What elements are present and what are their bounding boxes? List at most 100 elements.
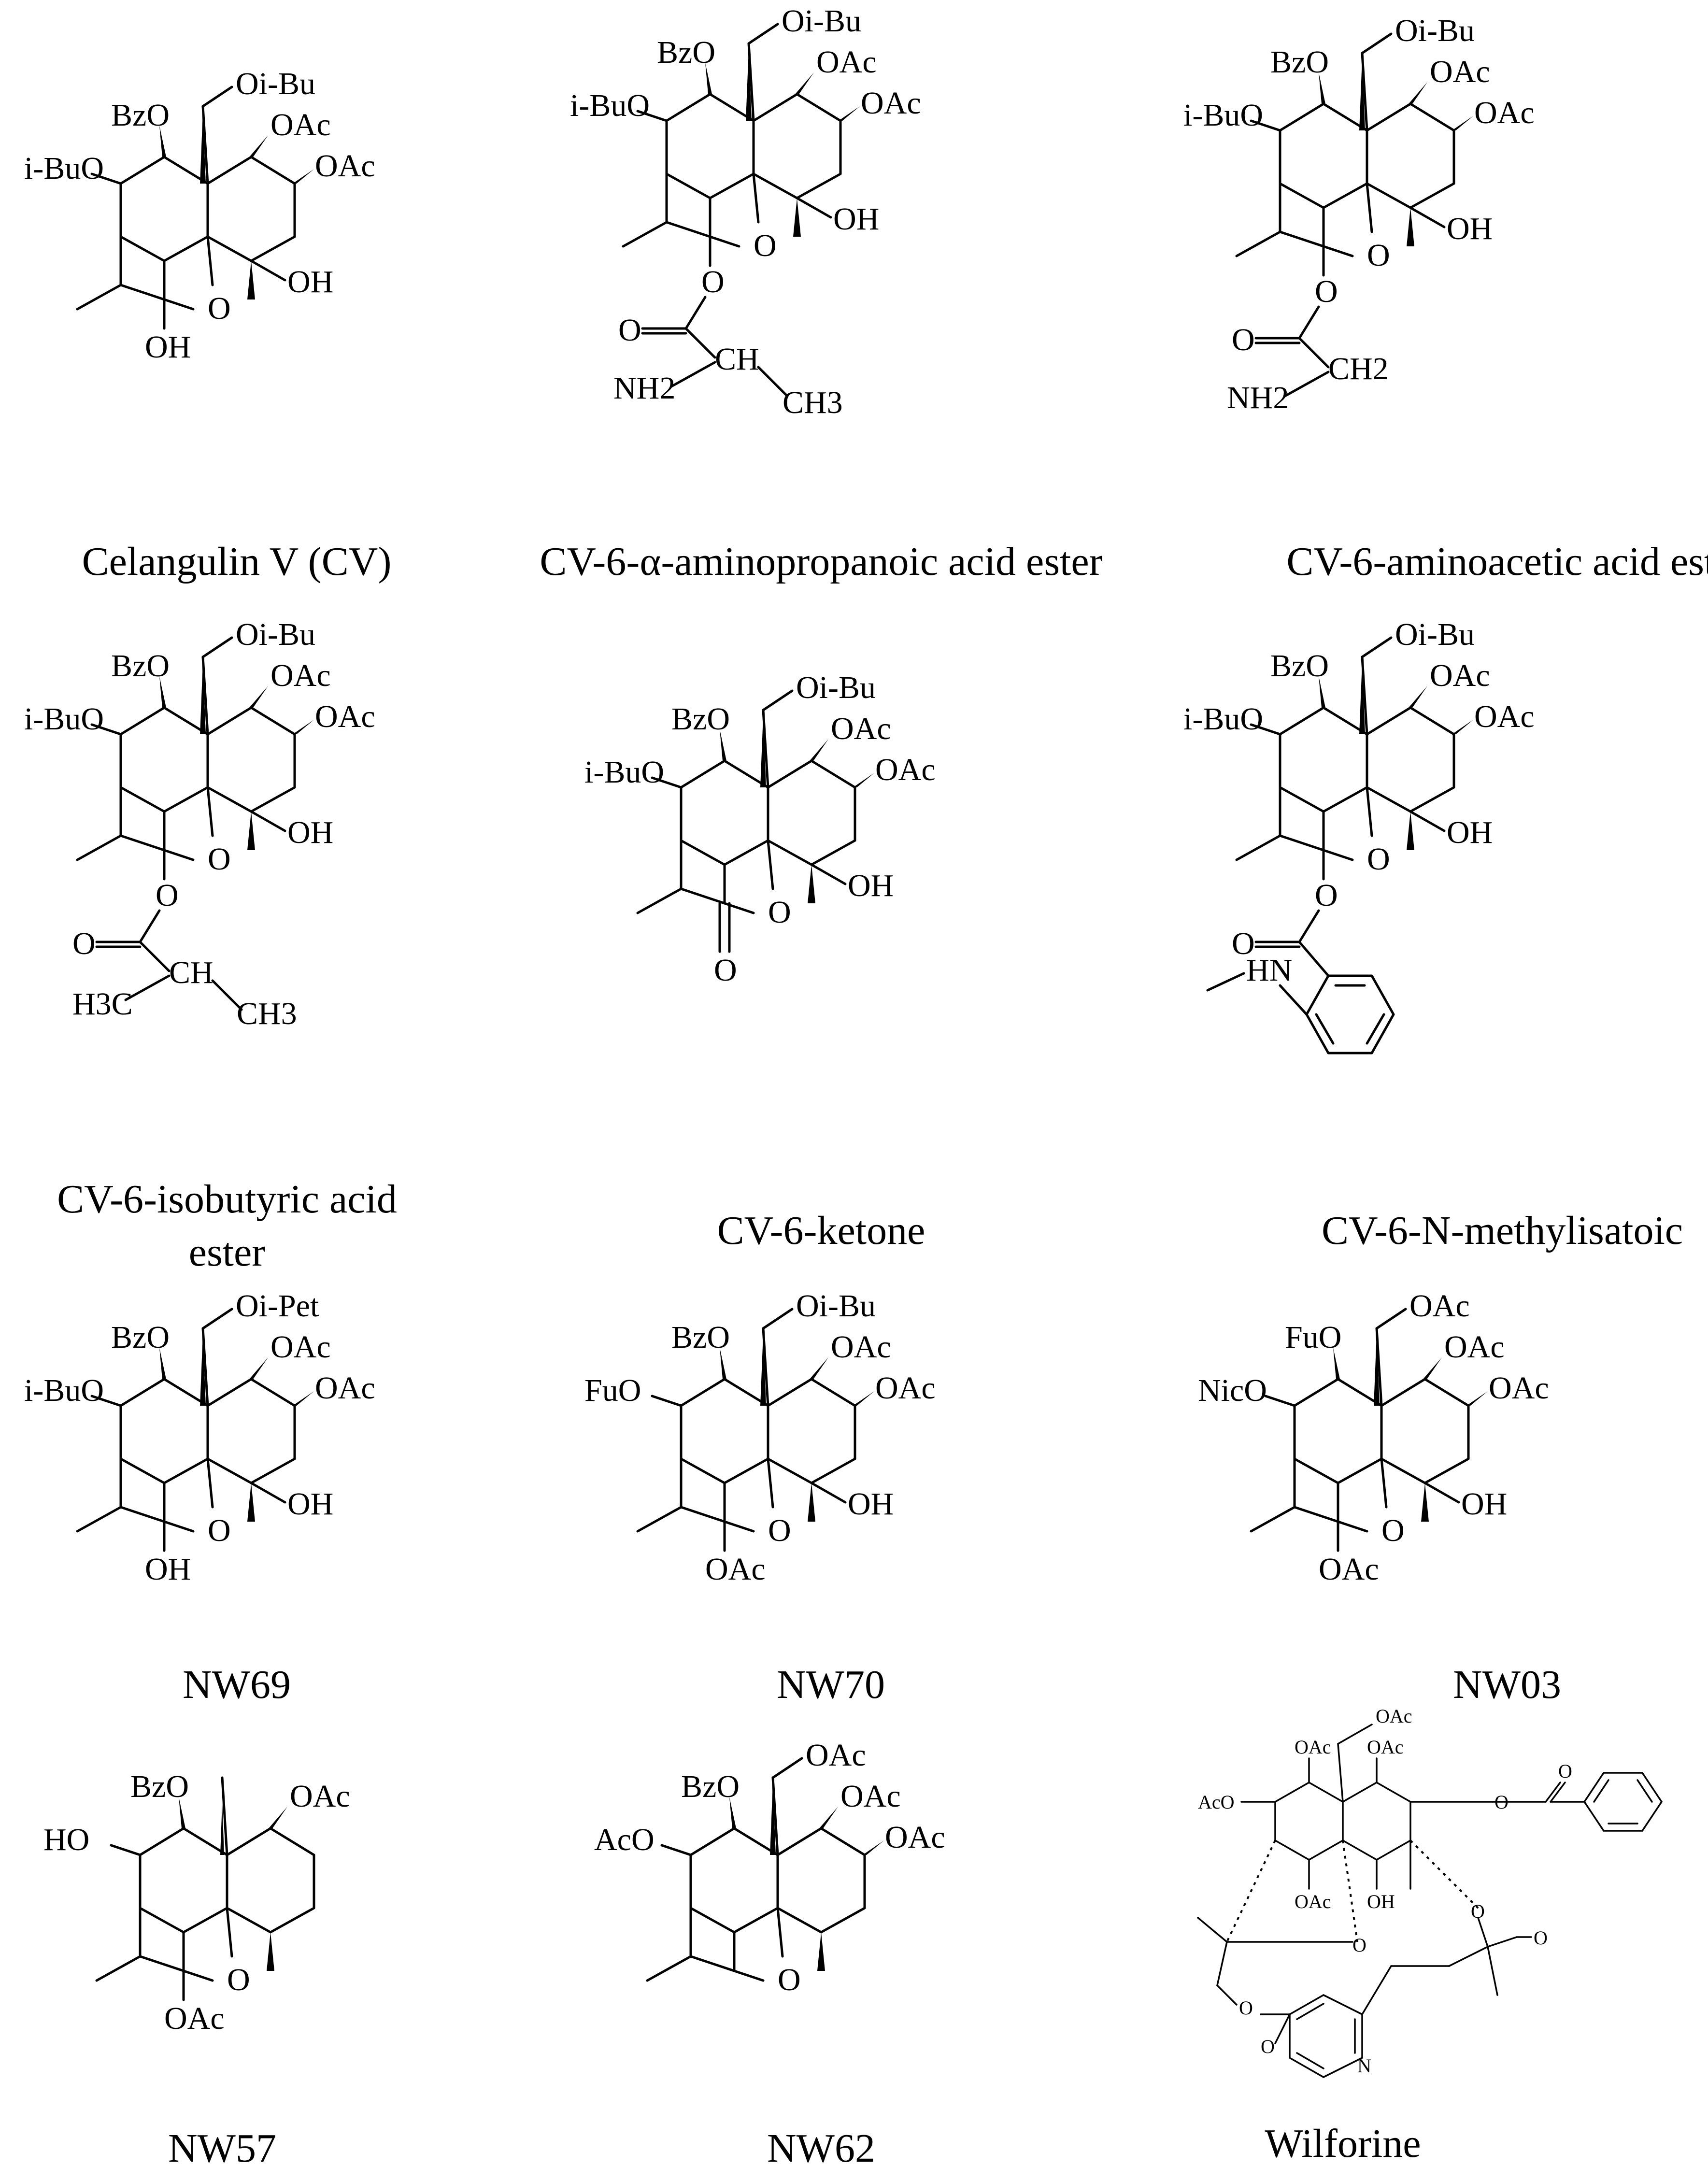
celangulin-v-right-upper-wedge: [249, 135, 268, 157]
wilforine-label-ester-co2: O: [1261, 2036, 1275, 2057]
cv-alpha-aminopropanoic-label-amino: NH2: [613, 371, 675, 406]
nw69-label-bottom: OH: [145, 1552, 191, 1587]
celangulin-v-left-upper-wedge: [159, 126, 166, 157]
cv-isobutyric-label-right-side: OAc: [315, 699, 375, 734]
cv-aminoacetic-right-side-wedge: [1452, 116, 1473, 130]
nw70-right-upper-wedge: [810, 1357, 828, 1379]
nw69-skeleton: [77, 1328, 295, 1531]
nw57-label-left-upper: BzO: [130, 1769, 189, 1804]
wilforine-label-oh: OH: [1367, 1891, 1395, 1912]
celangulin-v-label-group-top: Oi-Bu: [236, 66, 315, 101]
nw57-label-bottom: OAc: [164, 2001, 225, 2036]
wilforine-label-pyridine-n: N: [1357, 2055, 1371, 2077]
cv-aminoacetic-label-carbonyl-o: O: [1232, 322, 1255, 357]
cv-isobutyric-label-right-upper: OAc: [270, 658, 331, 693]
wilforine-structure: OAc OAc OAc AcO O O OAc OH O O O O O N W…: [1197, 1705, 1663, 2166]
nw69-label-right-upper: OAc: [270, 1329, 331, 1365]
celangulin-v-label-ring-o: O: [208, 291, 231, 326]
nw03-right-side-wedge: [1466, 1391, 1488, 1406]
caption-nw62: NW62: [767, 2126, 875, 2171]
cv-alpha-aminopropanoic-label-terminal: CH3: [783, 385, 843, 420]
nw03-label-left-side: NicO: [1198, 1373, 1267, 1408]
nw70-label-left-upper: BzO: [671, 1320, 730, 1355]
nw03-label-right-upper: OAc: [1444, 1329, 1505, 1365]
cv-n-methylisatoic-label-left-upper: BzO: [1270, 648, 1329, 684]
nw03-skeleton: [1251, 1328, 1468, 1531]
cv-isobutyric-label-ester-o: O: [156, 878, 179, 913]
cv-ketone-label-left-side: i-BuO: [584, 755, 664, 790]
wilforine-label-benzoate-co: O: [1558, 1760, 1572, 1782]
caption-wilforine: Wilforine: [1265, 2121, 1421, 2166]
cv-n-methylisatoic-label-amine: HN: [1246, 953, 1292, 988]
caption-cv-ketone: CV-6-ketone: [717, 1208, 925, 1253]
cv-isobutyric-label-ring-o: O: [208, 841, 231, 877]
cv-aminoacetic-right-upper-wedge: [1409, 82, 1427, 104]
nw69-label-oh-right: OH: [287, 1486, 333, 1522]
nw03-label-ring-o: O: [1381, 1513, 1405, 1548]
nw62-skeleton: [647, 1778, 865, 1981]
cv-alpha-aminopropanoic-label-left-side: i-BuO: [570, 88, 650, 123]
cv-n-methylisatoic-label-carbonyl-o: O: [1232, 926, 1255, 961]
cv-alpha-aminopropanoic-label-ring-o: O: [754, 228, 777, 263]
caption-cv-isobutyric-line1: CV-6-isobutyric acid: [57, 1177, 397, 1222]
nw62-label-ring-o: O: [778, 1962, 801, 1997]
cv-isobutyric-label-group-top: Oi-Bu: [236, 617, 315, 652]
cv-aminoacetic-bridge-wedge: [1359, 58, 1365, 130]
nw69-left-upper-wedge: [159, 1348, 166, 1379]
cv-n-methylisatoic-skeleton: [1237, 657, 1454, 860]
cv-aminoacetic-left-upper-wedge: [1319, 72, 1325, 104]
cv-n-methylisatoic-label-left-side: i-BuO: [1183, 701, 1263, 737]
wilforine-label-ring-o: O: [1352, 1934, 1366, 1956]
cv-ketone-label-right-side: OAc: [875, 752, 936, 787]
nw57-label-ring-o: O: [227, 1962, 250, 1997]
wilforine-label-aco: AcO: [1198, 1791, 1235, 1813]
nw69-label-left-upper: BzO: [111, 1320, 170, 1355]
nw62-label-right-side: OAc: [885, 1820, 945, 1855]
cv-ketone-skeleton: [638, 710, 855, 913]
nw57-skeleton: [97, 1778, 314, 1981]
caption-cv-n-methylisatoic: CV-6-N-methylisatoic: [1322, 1208, 1683, 1253]
nw03-right-upper-wedge: [1423, 1357, 1442, 1379]
cv-n-methylisatoic-label-ring-o: O: [1367, 841, 1390, 877]
nw70-label-right-side: OAc: [875, 1370, 936, 1406]
nw57-label-right-upper: OAc: [290, 1779, 350, 1814]
nw70-bridge-wedge: [760, 1333, 766, 1406]
nw70-skeleton: [638, 1328, 855, 1531]
cv-alpha-aminopropanoic-bridge-wedge: [746, 48, 752, 121]
nw03-label-group-top: OAc: [1409, 1288, 1470, 1324]
cv-alpha-aminopropanoic-label-oh-right: OH: [833, 201, 879, 237]
nw03-label-oh-right: OH: [1461, 1486, 1507, 1522]
nw62-label-right-upper: OAc: [840, 1779, 901, 1814]
cv-aminoacetic-label-ring-o: O: [1367, 238, 1390, 273]
cv-ketone-label-right-upper: OAc: [831, 711, 891, 746]
nw69-label-left-side: i-BuO: [24, 1373, 104, 1408]
nw03-label-bottom: OAc: [1319, 1552, 1379, 1587]
nw62-bridge-wedge: [770, 1782, 776, 1855]
cv-isobutyric-label-branch-ch: CH: [169, 955, 214, 990]
nw57-methyl-wedge: [220, 1802, 224, 1855]
cv-n-methylisatoic-right-upper-wedge: [1409, 686, 1427, 708]
cv-isobutyric-label-left-methyl: H3C: [72, 986, 133, 1022]
celangulin-v-label-left-side: i-BuO: [24, 151, 104, 186]
cv-aminoacetic-label-group-top: Oi-Bu: [1395, 13, 1475, 48]
celangulin-v-label-right-side: OAc: [315, 148, 375, 184]
cv-alpha-aminopropanoic-right-upper-wedge: [795, 72, 814, 94]
cv-ketone-label-oh-right: OH: [848, 868, 894, 903]
cv-isobutyric-label-left-side: i-BuO: [24, 701, 104, 737]
cv-isobutyric-left-upper-wedge: [159, 676, 166, 708]
celangulin-v-bridge-wedge: [200, 111, 206, 184]
cv-n-methylisatoic-label-group-top: Oi-Bu: [1395, 617, 1475, 652]
caption-nw57: NW57: [168, 2126, 276, 2171]
nw70-label-oh-right: OH: [848, 1486, 894, 1522]
cv-ketone-right-side-wedge: [853, 773, 874, 787]
caption-cv-alpha-aminopropanoic: CV-6-α-aminopropanoic acid ester: [540, 539, 1102, 584]
wilforine-label-lower-oac: OAc: [1295, 1891, 1331, 1912]
